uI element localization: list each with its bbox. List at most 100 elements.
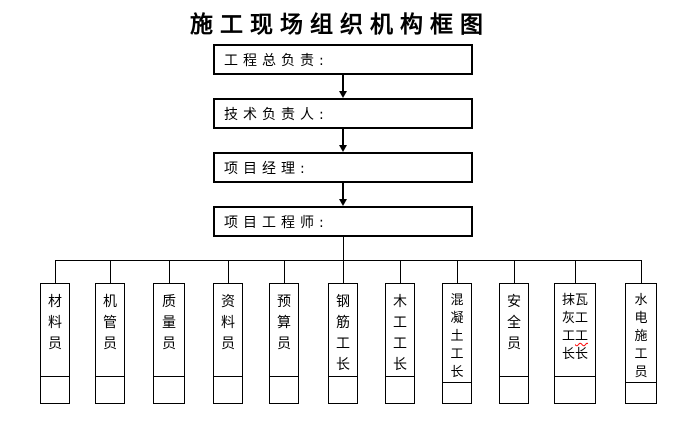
box-technical-director-label: 技术负责人: — [224, 106, 329, 123]
role-label-char: 管 — [103, 315, 117, 331]
role-label-char: 筋 — [336, 315, 350, 331]
connector-drop — [575, 260, 576, 283]
role-label-char: 水 — [634, 293, 648, 308]
box-project-manager: 项目经理: — [213, 152, 473, 183]
role-label: 水电施工员 — [634, 292, 647, 382]
role-label-char: 工 — [634, 347, 648, 362]
chart-title: 施工现场组织机构框图 — [190, 11, 490, 38]
connector-drop — [641, 260, 642, 283]
role-label-char: 员 — [277, 336, 291, 352]
role-label-char: 员 — [634, 365, 648, 380]
arrow-stem — [342, 129, 344, 145]
role-label-char: 抹 — [561, 293, 575, 308]
role-label-char: 预 — [277, 294, 291, 310]
role-label-char: 量 — [162, 315, 176, 331]
connector-stem — [343, 237, 344, 260]
role-label-area: 抹灰工长瓦工工长 — [555, 284, 595, 376]
connector-drop — [110, 260, 111, 283]
role-name-empty-cell — [41, 376, 69, 403]
role-label-char: 钢 — [336, 294, 350, 310]
role-label-char: 木 — [393, 294, 407, 310]
role-label-char: 员 — [48, 336, 62, 352]
role-label-char: 料 — [221, 315, 235, 331]
role-label-char: 资 — [221, 294, 235, 310]
role-box-quality-clerk: 质量员 — [153, 283, 185, 404]
role-label-area: 材料员 — [41, 284, 69, 376]
role-label: 钢筋工长 — [336, 292, 350, 376]
role-box-rebar-foreman: 钢筋工长 — [328, 283, 358, 404]
role-label-char: 全 — [507, 315, 521, 331]
role-name-empty-cell — [154, 376, 184, 403]
box-project-manager-label: 项目经理: — [224, 160, 310, 177]
role-label-char: 员 — [507, 336, 521, 352]
role-label-char: 长 — [450, 365, 464, 380]
role-label-char: 材 — [48, 294, 62, 310]
arrow-stem — [342, 183, 344, 199]
role-label: 安全员 — [507, 292, 521, 355]
role-label: 质量员 — [162, 292, 176, 355]
role-label-char: 员 — [162, 336, 176, 352]
role-name-empty-cell — [386, 376, 414, 403]
role-label-char: 瓦 — [575, 293, 589, 308]
role-label-char: 机 — [103, 294, 117, 310]
role-label-char: 长 — [336, 357, 350, 373]
role-label-char: 员 — [103, 336, 117, 352]
role-label-char: 施 — [634, 329, 648, 344]
role-label-area: 钢筋工长 — [329, 284, 357, 376]
connector-drop — [400, 260, 401, 283]
role-name-empty-cell — [443, 382, 471, 403]
role-label: 材料员 — [48, 292, 62, 355]
role-label-char: 长 — [575, 347, 589, 362]
role-box-material-clerk: 材料员 — [40, 283, 70, 404]
connector-drop — [55, 260, 56, 283]
role-name-empty-cell — [500, 376, 528, 403]
arrow-head — [339, 199, 347, 206]
box-general-director-label: 工程总负责: — [224, 52, 329, 69]
role-label-char: 工 — [336, 336, 350, 352]
role-label-char: 工 — [575, 311, 589, 326]
role-label-char: 工 — [450, 347, 464, 362]
role-label-char: 料 — [48, 315, 62, 331]
role-label-char: 质 — [162, 294, 176, 310]
role-label-char: 工 — [393, 336, 407, 352]
role-label-char: 长 — [561, 347, 575, 362]
role-box-budget-clerk: 预算员 — [269, 283, 299, 404]
role-box-plaster-mason-foreman: 抹灰工长瓦工工长 — [554, 283, 596, 404]
role-label-area: 预算员 — [270, 284, 298, 376]
role-label-area: 混凝土工长 — [443, 284, 471, 382]
role-label-char: 安 — [507, 294, 521, 310]
connector-drop — [514, 260, 515, 283]
role-label-area: 木工工长 — [386, 284, 414, 376]
role-name-empty-cell — [270, 376, 298, 403]
down-arrow-icon — [338, 75, 348, 98]
role-name-empty-cell — [626, 382, 656, 403]
box-project-engineer: 项目工程师: — [213, 206, 473, 237]
down-arrow-icon — [338, 129, 348, 152]
box-general-director: 工程总负责: — [213, 44, 473, 75]
role-box-carpentry-foreman: 木工工长 — [385, 283, 415, 404]
role-label-char: 长 — [393, 357, 407, 373]
role-label-char: 工 — [393, 315, 407, 331]
role-label-char: 灰 — [561, 311, 575, 326]
role-label-char: 工 — [561, 329, 575, 344]
role-label-char: 凝 — [450, 311, 464, 326]
role-label-char-spellcheck: 工 — [575, 329, 589, 344]
role-box-concrete-foreman: 混凝土工长 — [442, 283, 472, 404]
role-label: 机管员 — [103, 292, 117, 355]
role-label-area: 质量员 — [154, 284, 184, 376]
role-label: 混凝土工长 — [450, 292, 463, 382]
role-label: 瓦工工长 — [575, 292, 588, 364]
role-label: 抹灰工长 — [562, 292, 575, 364]
role-label-char: 电 — [634, 311, 648, 326]
role-label-char: 员 — [221, 336, 235, 352]
role-label: 预算员 — [277, 292, 291, 355]
role-label-char: 混 — [450, 293, 464, 308]
role-label: 木工工长 — [393, 292, 407, 376]
role-name-empty-cell — [555, 376, 595, 403]
role-label: 资料员 — [221, 292, 235, 355]
box-technical-director: 技术负责人: — [213, 98, 473, 129]
connector-drop — [343, 260, 344, 283]
role-label-area: 资料员 — [214, 284, 242, 376]
connector-drop — [457, 260, 458, 283]
connector-drop — [284, 260, 285, 283]
